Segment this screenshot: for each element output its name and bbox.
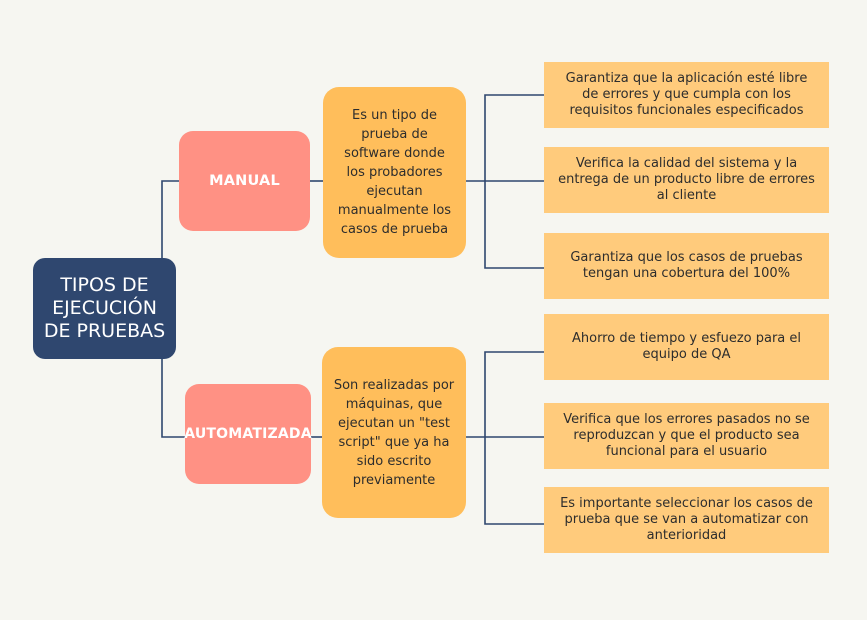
detail-manual-2: Verifica la calidad del sistema y la ent… [544, 147, 829, 213]
description-automatizada: Son realizadas por máquinas, que ejecuta… [322, 347, 466, 518]
category-label: MANUAL [209, 173, 280, 189]
connector-auto-bracket [484, 351, 544, 525]
root-node: TIPOS DE EJECUCIÓN DE PRUEBAS [33, 258, 176, 359]
description-text: Son realizadas por máquinas, que ejecuta… [333, 377, 455, 488]
detail-manual-3: Garantiza que los casos de pruebas tenga… [544, 233, 829, 299]
root-title: TIPOS DE EJECUCIÓN DE PRUEBAS [43, 274, 166, 342]
detail-text: Ahorro de tiempo y esfuezo para el equip… [571, 331, 802, 362]
detail-text: Es importante seleccionar los casos de p… [560, 496, 813, 543]
detail-manual-1: Garantiza que la aplicación esté libre d… [544, 62, 829, 128]
category-automatizada: AUTOMATIZADA [184, 384, 312, 484]
detail-text: Verifica la calidad del sistema y la ent… [558, 156, 815, 203]
detail-automatizada-2: Verifica que los errores pasados no se r… [544, 403, 829, 469]
detail-automatizada-1: Ahorro de tiempo y esfuezo para el equip… [544, 314, 829, 380]
description-text: Es un tipo de prueba de software donde l… [337, 108, 452, 237]
description-manual: Es un tipo de prueba de software donde l… [323, 87, 466, 258]
detail-text: Verifica que los errores pasados no se r… [563, 412, 810, 459]
detail-text: Garantiza que los casos de pruebas tenga… [570, 250, 803, 281]
connector-root-manual [161, 180, 179, 258]
category-label: AUTOMATIZADA [184, 426, 312, 442]
category-manual: MANUAL [179, 131, 310, 231]
detail-automatizada-3: Es importante seleccionar los casos de p… [544, 487, 829, 553]
detail-text: Garantiza que la aplicación esté libre d… [565, 71, 808, 118]
connector-root-auto [161, 359, 185, 438]
